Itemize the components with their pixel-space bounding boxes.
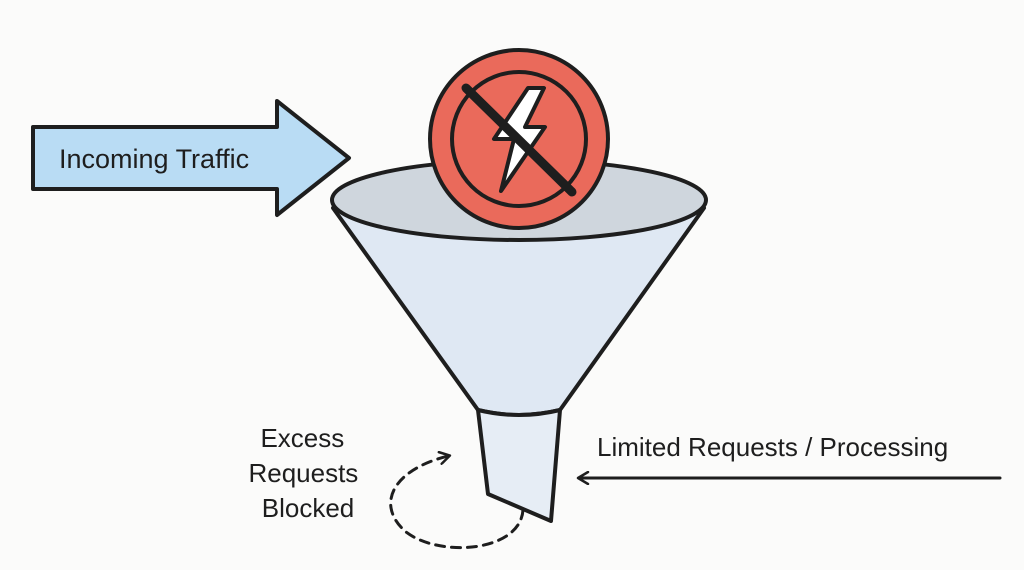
excess-label-line-2: Requests bbox=[248, 458, 358, 488]
excess-requests-group: Excess Requests Blocked bbox=[248, 423, 525, 550]
dashed-loop-arrow-icon bbox=[389, 456, 525, 550]
no-sign-inner-ring bbox=[450, 70, 588, 208]
incoming-traffic-arrow: Incoming Traffic bbox=[31, 99, 351, 217]
limited-requests-label: Limited Requests / Processing bbox=[597, 432, 948, 462]
block-arrow-right-icon bbox=[31, 99, 351, 217]
funnel-spout bbox=[476, 408, 562, 523]
limited-requests-group: Limited Requests / Processing bbox=[580, 432, 1002, 478]
excess-label-line-3: Blocked bbox=[262, 493, 355, 523]
incoming-traffic-label: Incoming Traffic bbox=[59, 144, 249, 174]
excess-requests-label: Excess Requests Blocked bbox=[248, 423, 365, 523]
no-lightning-icon bbox=[428, 48, 610, 230]
excess-label-line-1: Excess bbox=[260, 423, 344, 453]
no-sign-slash bbox=[461, 83, 577, 197]
